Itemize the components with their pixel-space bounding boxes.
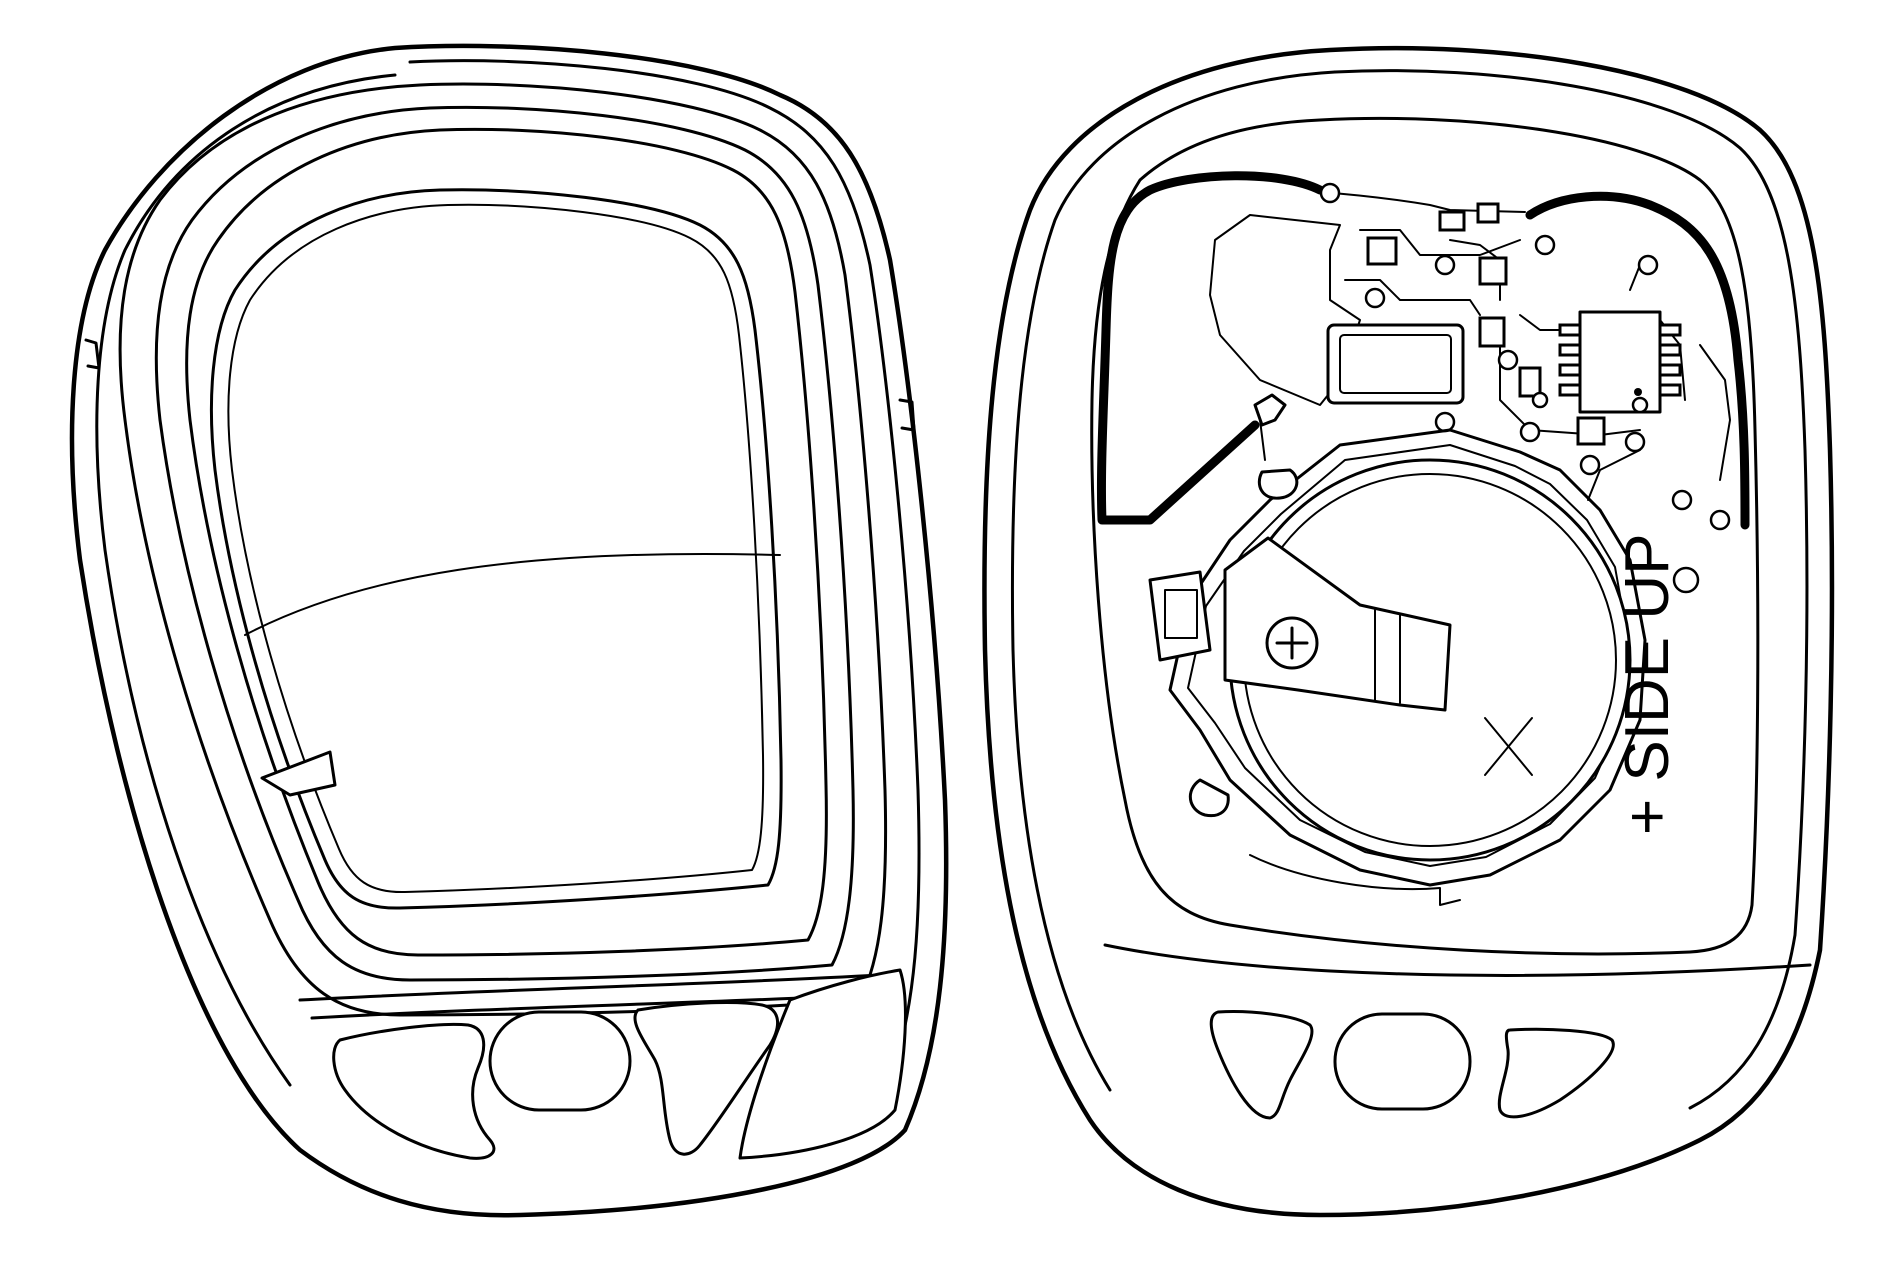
battery-orientation-label: + SIDE UP bbox=[1613, 534, 1682, 836]
pcb-via-4 bbox=[1364, 287, 1386, 309]
pcb-capacitor-6 bbox=[1518, 366, 1542, 398]
front-cover-window-reflection bbox=[244, 552, 781, 636]
back-cover-button-center bbox=[1333, 1012, 1472, 1111]
pcb-trace-8 bbox=[1587, 449, 1641, 501]
pcb-via-9 bbox=[1579, 454, 1601, 476]
front-cover-inner-ring-3 bbox=[185, 127, 828, 957]
pcb-via-8 bbox=[1519, 421, 1541, 443]
pcb-via-14 bbox=[1631, 396, 1649, 414]
antenna-wire-right bbox=[1525, 191, 1750, 530]
pcb-chip-pin-l4 bbox=[1558, 383, 1582, 397]
pcb-capacitor-2 bbox=[1438, 210, 1466, 232]
fob-front-cover bbox=[69, 43, 949, 1218]
pcb-chip-pin-r3 bbox=[1658, 363, 1682, 377]
front-cover-side-notch-left bbox=[84, 338, 101, 370]
battery-clip-tab bbox=[1148, 570, 1212, 662]
front-cover-rim-1 bbox=[408, 59, 921, 1082]
front-cover-latch-tab bbox=[260, 750, 337, 797]
pcb-trace-2 bbox=[1359, 229, 1521, 256]
front-cover-rim-2 bbox=[95, 73, 397, 1087]
back-cover-outer-shell bbox=[982, 45, 1835, 1218]
front-cover-window bbox=[209, 188, 783, 910]
pcb-capacitor-7 bbox=[1576, 416, 1606, 446]
pcb-capacitor-1 bbox=[1366, 236, 1398, 266]
pcb-chip-pin-r4 bbox=[1658, 383, 1682, 397]
pcb-crystal-inner bbox=[1339, 334, 1452, 394]
pcb-trace-9 bbox=[1699, 344, 1731, 481]
back-cover-button-band bbox=[1103, 943, 1812, 977]
battery-holder-bump bbox=[1189, 778, 1230, 818]
pcb-via-1 bbox=[1319, 182, 1341, 204]
front-cover-button-center bbox=[488, 1010, 632, 1112]
front-cover-button-left bbox=[332, 1022, 496, 1160]
pcb-capacitor-5 bbox=[1478, 316, 1506, 348]
front-cover-outer-shell bbox=[69, 43, 949, 1218]
pcb-chip-pin-r2 bbox=[1658, 343, 1682, 357]
pcb-via-10 bbox=[1624, 431, 1646, 453]
front-cover-button-far-right bbox=[738, 968, 907, 1160]
fob-back-cover: + SIDE UP bbox=[982, 45, 1835, 1218]
pcb-via-12 bbox=[1709, 509, 1731, 531]
back-cover-cavity bbox=[1090, 116, 1760, 956]
battery-contact-strap-tip bbox=[1374, 609, 1401, 704]
pcb-chip-pin-l2 bbox=[1558, 343, 1582, 357]
pcb-via-7 bbox=[1434, 411, 1456, 433]
pcb-trace-3 bbox=[1344, 279, 1481, 316]
front-cover-button-band bbox=[298, 973, 882, 1002]
battery-x-mark bbox=[1484, 717, 1533, 776]
front-cover-window-inner bbox=[227, 203, 765, 894]
battery-clip-tab-inner bbox=[1164, 589, 1198, 639]
back-cover-button-left bbox=[1209, 1010, 1314, 1120]
pcb-via-13 bbox=[1531, 391, 1549, 409]
mounting-hole bbox=[1672, 566, 1700, 594]
pcb-chip-dot bbox=[1634, 388, 1642, 396]
antenna-wire-left bbox=[1096, 171, 1325, 525]
strap-plus-sign bbox=[1275, 626, 1309, 660]
pcb-chip bbox=[1578, 310, 1662, 414]
pcb-via-6 bbox=[1497, 349, 1519, 371]
front-cover-button-right bbox=[633, 1001, 779, 1156]
pcb-crystal bbox=[1326, 323, 1465, 405]
battery-holder-tail bbox=[1249, 854, 1461, 906]
pcb-chip-pin-r1 bbox=[1658, 323, 1682, 337]
front-cover-inner-ring-2 bbox=[154, 105, 855, 982]
pcb-capacitor-3 bbox=[1476, 202, 1500, 224]
battery-holder-bump-top bbox=[1257, 468, 1299, 500]
antenna-pin-lead bbox=[1259, 419, 1266, 461]
pcb-via-5 bbox=[1637, 254, 1659, 276]
pcb-chip-pin-l1 bbox=[1558, 323, 1582, 337]
pcb-via-11 bbox=[1671, 489, 1693, 511]
pcb-via-2 bbox=[1434, 254, 1456, 276]
pcb-via-3 bbox=[1534, 234, 1556, 256]
back-cover-button-right bbox=[1497, 1027, 1615, 1119]
pcb-capacitor-4 bbox=[1478, 256, 1508, 286]
front-cover-side-notch-right bbox=[898, 398, 916, 432]
back-cover-rim-left bbox=[1010, 70, 1337, 1092]
pcb-chip-pin-l3 bbox=[1558, 363, 1582, 377]
